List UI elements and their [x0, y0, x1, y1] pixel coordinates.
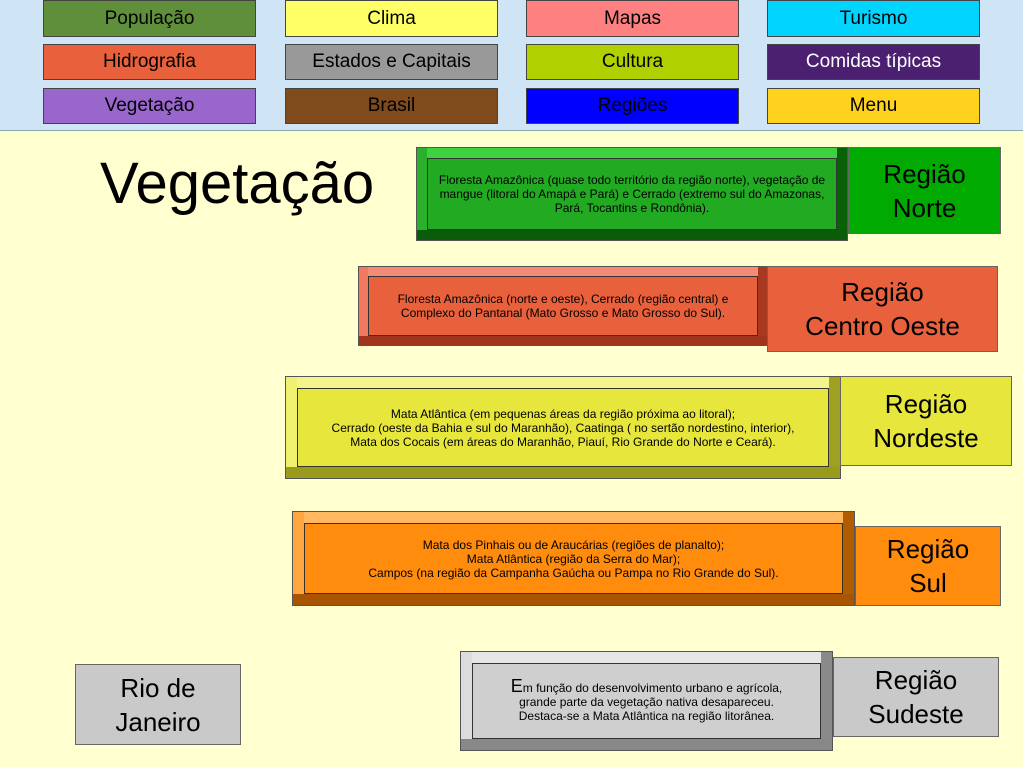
region-nordeste-label: Região Nordeste: [840, 376, 1012, 466]
centro-oeste-vegetation-box: Floresta Amazônica (norte e oeste), Cerr…: [358, 266, 768, 346]
region-norte-label: Região Norte: [848, 147, 1001, 234]
top-navigation-bar: População Clima Mapas Turismo Hidrografi…: [0, 0, 1023, 131]
centro-oeste-vegetation-text: Floresta Amazônica (norte e oeste), Cerr…: [368, 276, 758, 336]
norte-vegetation-box: Floresta Amazônica (quase todo territóri…: [416, 147, 848, 241]
region-centro-oeste-label: Região Centro Oeste: [767, 266, 998, 352]
nav-cultura-button[interactable]: Cultura: [526, 44, 739, 80]
nordeste-line-3: Mata dos Cocais (em áreas do Maranhão, P…: [350, 434, 776, 449]
page-title: Vegetação: [100, 151, 375, 216]
nordeste-line-2: Cerrado (oeste da Bahia e sul do Maranhã…: [331, 420, 795, 435]
sudeste-line-1: m função do desenvolvimento urbano e agr…: [522, 681, 783, 695]
sul-vegetation-text: Mata dos Pinhais ou de Araucárias (regiõ…: [304, 523, 843, 594]
sul-vegetation-box: Mata dos Pinhais ou de Araucárias (regiõ…: [292, 511, 855, 606]
region-sudeste-label: Região Sudeste: [833, 657, 999, 737]
nav-vegetacao-button[interactable]: Vegetação: [43, 88, 256, 124]
nav-regioes-button[interactable]: Regiões: [526, 88, 739, 124]
sudeste-first-letter: E: [510, 676, 523, 696]
nav-populacao-button[interactable]: População: [43, 0, 256, 37]
nav-hidrografia-button[interactable]: Hidrografia: [43, 44, 256, 80]
nav-comidas-tipicas-button[interactable]: Comidas típicas: [767, 44, 980, 80]
rio-de-janeiro-button[interactable]: Rio de Janeiro: [75, 664, 241, 745]
nav-mapas-button[interactable]: Mapas: [526, 0, 739, 37]
sudeste-line-3: Destaca-se a Mata Atlântica na região li…: [518, 709, 775, 723]
norte-vegetation-text: Floresta Amazônica (quase todo territóri…: [427, 158, 837, 230]
nav-brasil-button[interactable]: Brasil: [285, 88, 498, 124]
nav-clima-button[interactable]: Clima: [285, 0, 498, 37]
nav-menu-button[interactable]: Menu: [767, 88, 980, 124]
nav-turismo-button[interactable]: Turismo: [767, 0, 980, 37]
nordeste-vegetation-text: Mata Atlântica (em pequenas áreas da reg…: [297, 388, 829, 467]
sul-line-3: Campos (na região da Campanha Gaúcha ou …: [368, 565, 779, 580]
region-sul-label: Região Sul: [855, 526, 1001, 606]
nav-estados-capitais-button[interactable]: Estados e Capitais: [285, 44, 498, 80]
sudeste-line-2: grande parte da vegetação nativa desapar…: [519, 695, 774, 709]
nordeste-line-1: Mata Atlântica (em pequenas áreas da reg…: [390, 406, 736, 421]
sudeste-vegetation-box: Em função do desenvolvimento urbano e ag…: [460, 651, 833, 751]
sul-line-2: Mata Atlântica (região da Serra do Mar);: [466, 551, 681, 566]
sul-line-1: Mata dos Pinhais ou de Araucárias (regiõ…: [422, 537, 725, 552]
nordeste-vegetation-box: Mata Atlântica (em pequenas áreas da reg…: [285, 376, 841, 479]
sudeste-vegetation-text: Em função do desenvolvimento urbano e ag…: [472, 663, 821, 739]
